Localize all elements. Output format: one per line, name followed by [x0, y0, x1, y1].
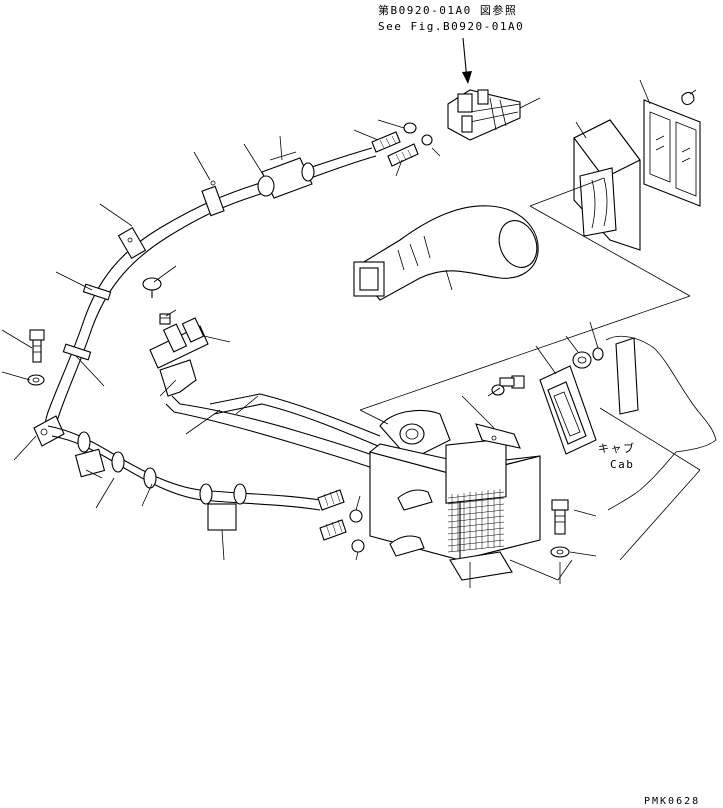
small-bracket	[475, 423, 521, 449]
hose-tag	[207, 503, 237, 531]
cab-label-en: Cab	[610, 458, 634, 471]
heater-mount-foot	[449, 551, 513, 581]
cab-label-jp: キャブ	[598, 441, 636, 455]
reference-label-en: See Fig.B0920-01A0	[378, 20, 524, 33]
washer	[27, 374, 45, 386]
drawing-code: PMK0628	[644, 796, 700, 807]
duct-adaptor-plate	[539, 365, 597, 455]
bolt	[551, 499, 569, 535]
hose-band	[62, 343, 92, 361]
hose-clamp	[351, 539, 365, 553]
nut	[572, 351, 592, 369]
bolt	[499, 375, 525, 389]
washer-hole	[32, 377, 40, 383]
hose-segment-short	[317, 489, 347, 541]
heater-connector-assembly	[447, 89, 521, 141]
reference-arrow	[462, 37, 472, 84]
hose-clamp	[233, 483, 247, 505]
air-duct	[353, 205, 539, 301]
hose-clip	[117, 226, 147, 260]
hose-clip	[201, 180, 225, 217]
hose-segment-short	[371, 131, 419, 167]
hose-clamp	[403, 122, 417, 134]
heater-outlet-hose	[389, 489, 433, 557]
heater-core-grid	[447, 489, 505, 553]
hose-clamp	[77, 431, 91, 453]
mounting-bracket	[33, 415, 65, 447]
hose-clamp	[199, 483, 213, 505]
clip	[681, 91, 695, 106]
filter-cover	[573, 119, 641, 251]
washer	[550, 546, 570, 558]
screw	[159, 313, 171, 325]
hose-band	[82, 283, 112, 301]
hose-clamp	[111, 451, 125, 473]
bolt	[29, 329, 45, 363]
washer	[491, 384, 505, 396]
hose-clamp	[143, 467, 157, 489]
hose-sleeve	[257, 151, 315, 199]
louver-frame	[643, 99, 701, 207]
washer-hole	[556, 549, 564, 555]
hose-tag	[74, 448, 106, 478]
heater-unit	[368, 409, 541, 561]
cab-outline	[605, 335, 717, 511]
callout-leaders	[1, 79, 697, 588]
reference-label-jp: 第B0920-01A0 図参照	[378, 3, 517, 17]
water-valve-bracket	[149, 317, 209, 397]
assembly-guide-lines	[359, 177, 701, 581]
hose-clamp	[349, 509, 363, 523]
grommet	[142, 277, 162, 298]
washer	[592, 347, 604, 361]
hose-clamp	[421, 134, 433, 146]
